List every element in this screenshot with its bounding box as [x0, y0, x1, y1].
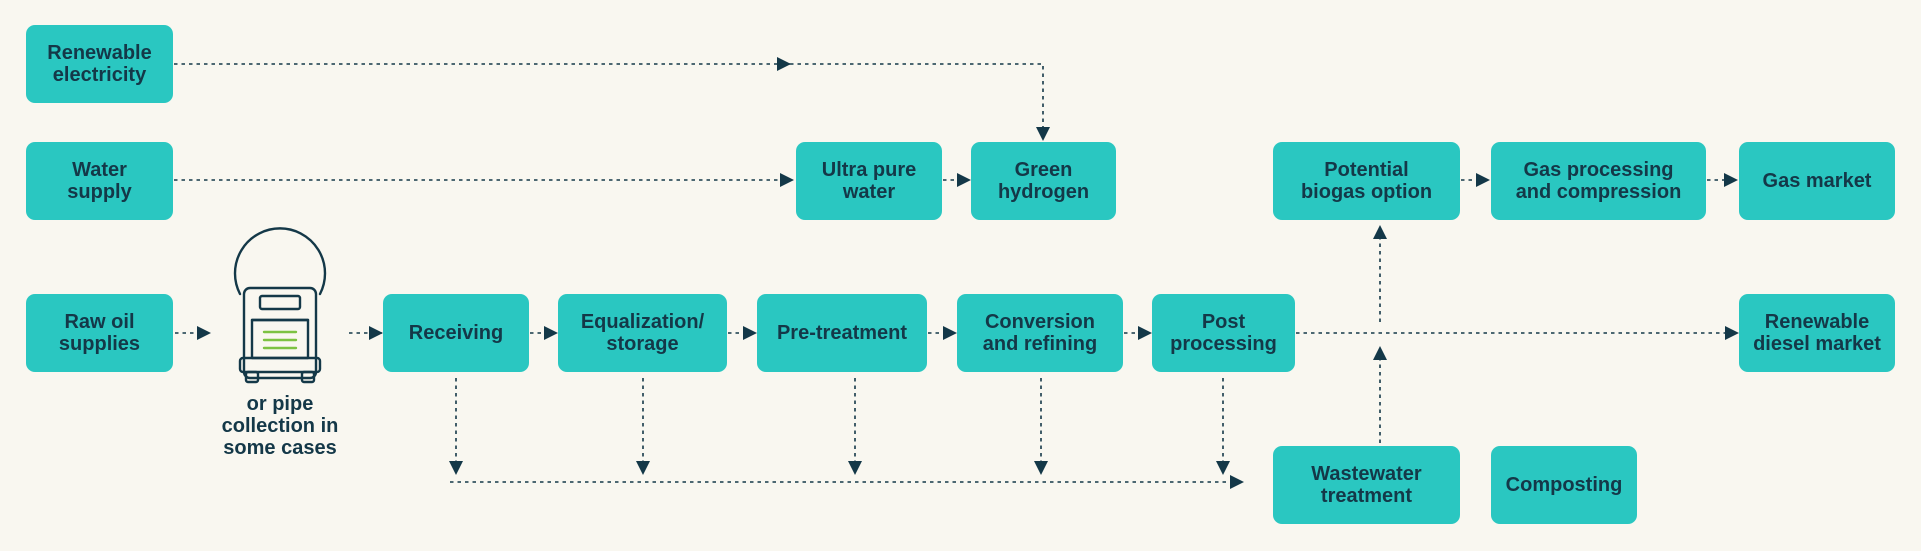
- truck-caption: or pipe collection in some cases: [221, 393, 339, 459]
- truck-icon: [233, 227, 327, 384]
- node-conversion-refining: Conversion and refining: [957, 294, 1123, 372]
- node-water-supply: Water supply: [26, 142, 173, 220]
- node-ultra-pure-water: Ultra pure water: [796, 142, 942, 220]
- node-renewable-diesel-market: Renewable diesel market: [1739, 294, 1895, 372]
- node-potential-biogas: Potential biogas option: [1273, 142, 1460, 220]
- node-gas-market: Gas market: [1739, 142, 1895, 220]
- node-renewable-electricity: Renewable electricity: [26, 25, 173, 103]
- node-post-processing: Post processing: [1152, 294, 1295, 372]
- node-composting: Composting: [1491, 446, 1637, 524]
- node-equalization-storage: Equalization/ storage: [558, 294, 727, 372]
- connector-electricity-to-hydrogen-drop: [790, 63, 1050, 141]
- node-wastewater-treatment: Wastewater treatment: [1273, 446, 1460, 524]
- node-gas-processing: Gas processing and compression: [1491, 142, 1706, 220]
- node-receiving: Receiving: [383, 294, 529, 372]
- node-pre-treatment: Pre-treatment: [757, 294, 927, 372]
- node-raw-oil-supplies: Raw oil supplies: [26, 294, 173, 372]
- node-green-hydrogen: Green hydrogen: [971, 142, 1116, 220]
